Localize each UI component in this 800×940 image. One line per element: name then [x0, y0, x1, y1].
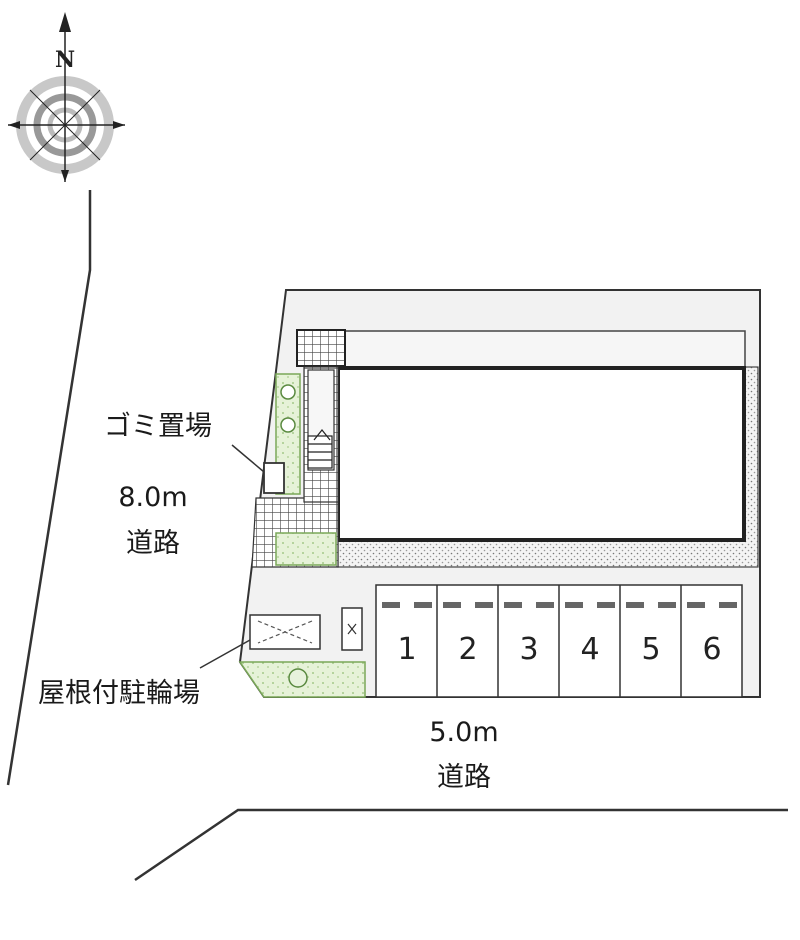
garbage-area-label: ゴミ置場 [104, 411, 212, 442]
south-road-width: 5.0m [429, 717, 499, 748]
walkway [344, 330, 746, 368]
parking-space-5: 5 [641, 632, 661, 667]
south-road-edge [134, 808, 788, 882]
parking-space-1: 1 [397, 632, 417, 667]
north-label: N [55, 47, 75, 73]
bicycle-marker-x [347, 623, 357, 635]
west-road-edge [6, 190, 92, 786]
parking-stops [382, 602, 737, 608]
shrub [288, 668, 308, 688]
bicycle-leader-line [199, 639, 251, 669]
bicycle-shelter-x [257, 620, 313, 644]
garbage-leader-line [231, 444, 265, 473]
parking-lot [375, 584, 743, 698]
parking-space-3: 3 [519, 632, 539, 667]
west-road-width: 8.0m [118, 482, 188, 513]
parking-space-6: 6 [702, 632, 722, 667]
parking-space-4: 4 [580, 632, 600, 667]
south-road-name: 道路 [437, 762, 491, 793]
compass: N [8, 12, 125, 182]
staircase [307, 429, 333, 469]
garbage-box [263, 462, 285, 494]
bicycle-parking-label: 屋根付駐輪場 [38, 678, 200, 709]
building [336, 366, 746, 542]
parking-space-2: 2 [458, 632, 478, 667]
compass-rose-icon [8, 12, 125, 182]
garden-entrance [275, 532, 337, 566]
west-road-name: 道路 [126, 528, 180, 559]
